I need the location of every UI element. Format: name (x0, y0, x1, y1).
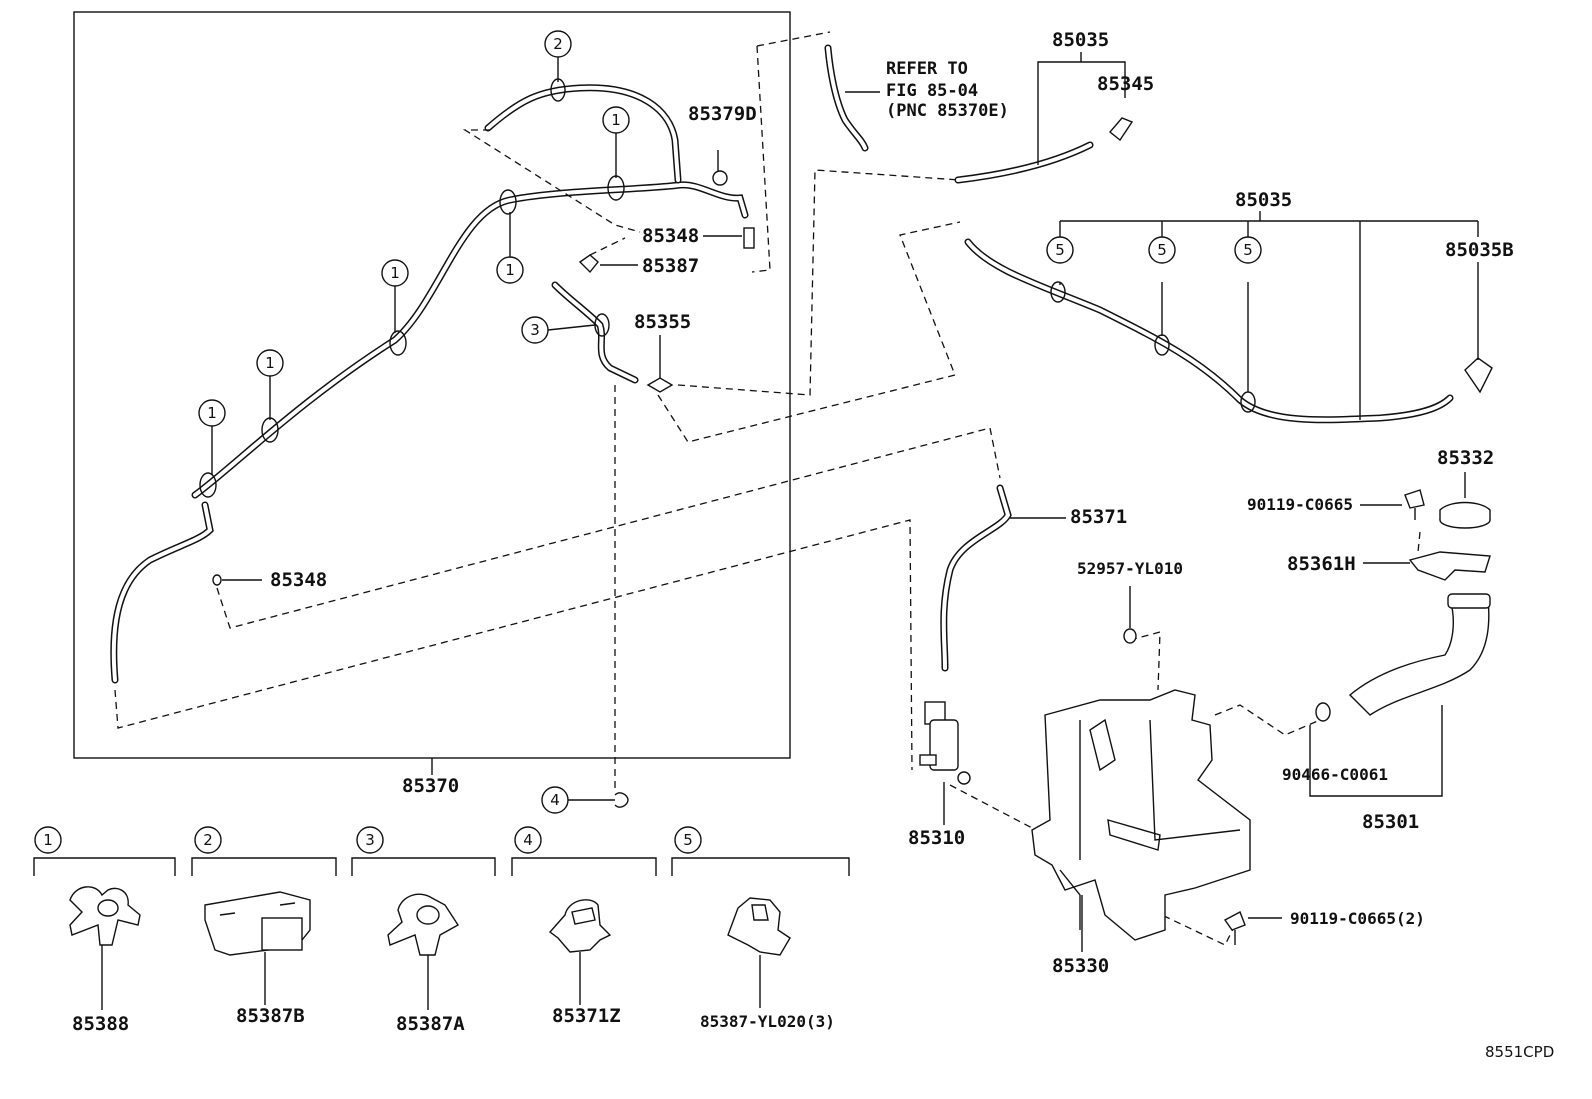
svg-text:1: 1 (43, 831, 53, 849)
clip-85371z-icon (548, 899, 612, 953)
label-90119-top: 90119-C0665 (1247, 495, 1353, 514)
refer-line-2: FIG 85-04 (886, 81, 978, 101)
clip-4-icon (614, 792, 629, 808)
label-85387b: 85387B (236, 1005, 305, 1027)
svg-text:1: 1 (505, 261, 515, 279)
legend-4: 4 85371Z (511, 826, 657, 1027)
o-ring-90466-icon (1315, 702, 1331, 722)
joint-85387-icon (578, 254, 638, 274)
washer-pump-85310-icon (919, 701, 971, 825)
callout-5-c: 5 (1234, 236, 1262, 264)
nozzle-85345-icon (1108, 117, 1134, 142)
label-85371: 85371 (1070, 506, 1127, 528)
legend-1: 1 85388 (33, 826, 176, 1035)
cap-85332-icon (1439, 472, 1491, 529)
label-85301: 85301 (1362, 811, 1419, 833)
label-52957: 52957-YL010 (1077, 559, 1183, 578)
washer-tank-85330-icon (1031, 689, 1251, 952)
label-85388: 85388 (72, 1013, 129, 1035)
callout-1-c: 1 (381, 259, 409, 287)
clip-85379d-icon (712, 150, 728, 186)
refer-line-1: REFER TO (886, 59, 968, 79)
hose-85371 (940, 484, 1066, 672)
legend-2: 2 85387B (191, 826, 337, 1027)
callout-1-b: 1 (496, 256, 524, 284)
joint-85348-bottom-icon (212, 574, 262, 586)
clamp-85387a-icon (387, 893, 459, 956)
label-85387-yl020: 85387-YL020(3) (700, 1012, 835, 1031)
hose-85035-mid (964, 211, 1493, 424)
label-85330: 85330 (1052, 955, 1109, 977)
callout-3: 3 (521, 316, 549, 344)
clamp-icon (1050, 281, 1066, 303)
label-85370: 85370 (402, 775, 459, 797)
svg-text:1: 1 (611, 111, 621, 129)
clip-85387-yl020-icon (727, 897, 791, 956)
label-85387: 85387 (642, 255, 699, 277)
refer-line-3: (PNC 85370E) (886, 101, 1009, 121)
legend-3: 3 85387A (351, 826, 496, 1035)
clamp-85388-icon (69, 886, 141, 946)
label-85035b: 85035B (1445, 239, 1514, 261)
bolt-90119-top-icon (1360, 489, 1425, 520)
label-85348-top: 85348 (642, 225, 699, 247)
clamp-icon (199, 472, 217, 498)
svg-text:5: 5 (683, 831, 693, 849)
label-85310: 85310 (908, 827, 965, 849)
svg-text:1: 1 (207, 404, 217, 422)
callout-2-top: 2 (544, 30, 572, 58)
filler-pipe-85301-icon (1309, 593, 1491, 797)
callout-1-e: 1 (198, 399, 226, 427)
joint-85348-top-icon (703, 227, 755, 249)
label-85348-bottom: 85348 (270, 569, 327, 591)
svg-text:3: 3 (365, 831, 375, 849)
label-85035-mid: 85035 (1235, 189, 1292, 211)
svg-text:2: 2 (203, 831, 213, 849)
nozzle-85035b-icon (1464, 357, 1493, 394)
svg-text:3: 3 (530, 321, 540, 339)
label-85379d: 85379D (688, 103, 757, 125)
svg-text:5: 5 (1055, 241, 1065, 259)
svg-text:2: 2 (553, 35, 563, 53)
label-85387a: 85387A (396, 1013, 465, 1035)
svg-text:4: 4 (523, 831, 533, 849)
svg-text:4: 4 (550, 791, 560, 809)
callout-5-a: 5 (1046, 236, 1074, 264)
clamp-85387b-icon (204, 891, 311, 956)
legend-5: 5 85387-YL020(3) (671, 826, 850, 1031)
callout-1-d: 1 (256, 349, 284, 377)
label-85355: 85355 (634, 311, 691, 333)
svg-text:1: 1 (390, 264, 400, 282)
svg-text:1: 1 (265, 354, 275, 372)
callout-4: 4 (541, 786, 569, 814)
label-90466: 90466-C0061 (1282, 765, 1388, 784)
label-85035-top: 85035 (1052, 29, 1109, 51)
svg-text:5: 5 (1243, 241, 1253, 259)
bracket-85361h-icon (1363, 551, 1491, 581)
clamp-icon (499, 189, 517, 215)
hose-85035-top (954, 52, 1134, 184)
label-90119-bottom: 90119-C0665(2) (1290, 909, 1425, 928)
clamp-icon (389, 330, 407, 356)
label-85332: 85332 (1437, 447, 1494, 469)
label-85371z: 85371Z (552, 1005, 621, 1027)
callout-1-a: 1 (602, 106, 630, 134)
svg-text:5: 5 (1157, 241, 1167, 259)
hose-refer-85370e (824, 44, 880, 152)
clip-52957-icon (1123, 586, 1137, 644)
nozzle-85355-icon (646, 335, 674, 393)
label-85361h: 85361H (1287, 553, 1356, 575)
figure-code: 8551CPD (1485, 1043, 1554, 1061)
washer-hose-85370 (110, 78, 749, 684)
label-85345: 85345 (1097, 73, 1154, 95)
bolt-90119-bottom-icon (1223, 911, 1282, 945)
callout-5-b: 5 (1148, 236, 1176, 264)
